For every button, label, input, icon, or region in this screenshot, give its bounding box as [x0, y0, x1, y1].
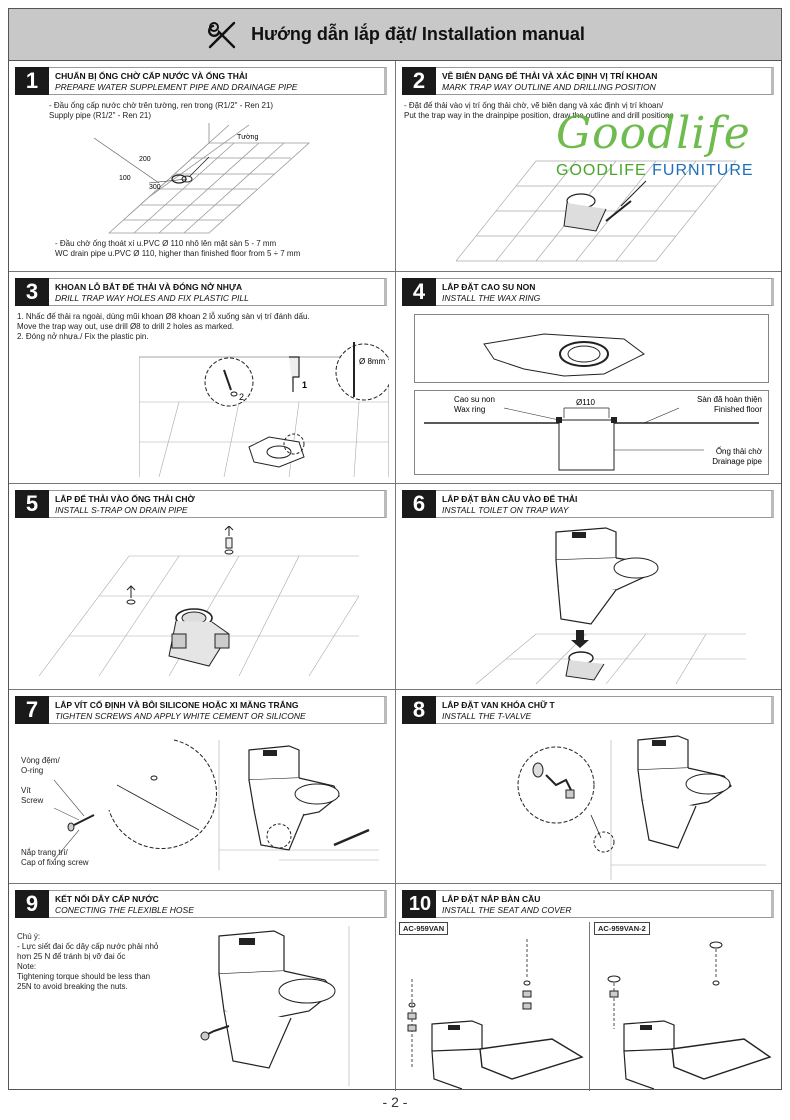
t-valve-illustration — [517, 735, 766, 880]
s-trap-illustration — [39, 526, 360, 677]
step-title: LẮP ĐẶT CAO SU NON INSTALL THE WAX RING — [436, 278, 774, 306]
manual-page: Hướng dẫn lắp đặt/ Installation manual 1… — [8, 8, 782, 1091]
step-1-panel: 1 CHUẨN BỊ ỐNG CHỜ CẤP NƯỚC VÀ ỐNG THẢI … — [9, 61, 395, 271]
step-title: CHUẨN BỊ ỐNG CHỜ CẤP NƯỚC VÀ ỐNG THẢI PR… — [49, 67, 387, 95]
page-title: Hướng dẫn lắp đặt/ Installation manual — [251, 24, 585, 44]
svg-text:Cao su non: Cao su non — [454, 395, 495, 404]
page-number: - 2 - — [382, 1094, 408, 1110]
svg-text:Ống thải chờ: Ống thải chờ — [716, 446, 763, 456]
step-6-panel: 6 LẮP ĐẶT BÀN CẦU VÀO ĐẾ THẢI INSTALL TO… — [396, 484, 782, 689]
seat-cover-illustration-b — [607, 941, 772, 1089]
step-2-panel: 2 VẼ BIÊN DẠNG ĐẾ THẢI VÀ XÁC ĐỊNH VỊ TR… — [396, 61, 782, 271]
step-number: 9 — [15, 890, 49, 918]
step-number: 5 — [15, 490, 49, 518]
step-4-panel: 4 LẮP ĐẶT CAO SU NON INSTALL THE WAX RIN… — [396, 272, 782, 483]
step-3-panel: 3 KHOAN LỖ BẮT ĐẾ THẢI VÀ ĐÓNG NỞ NHỰA D… — [9, 272, 395, 483]
step-1-text-2: - Đầu chờ ống thoát xí u.PVC Ø 110 nhô l… — [55, 239, 301, 258]
svg-text:100: 100 — [119, 175, 131, 182]
step-1-text: - Đầu ống cấp nước chờ trên tường, ren t… — [49, 101, 274, 120]
model-label: AC-959VAN — [399, 922, 449, 935]
svg-text:Drainage pipe: Drainage pipe — [712, 457, 762, 466]
step-number: 4 — [402, 278, 436, 306]
step-title: LẮP ĐẶT BÀN CẦU VÀO ĐẾ THẢI INSTALL TOIL… — [436, 490, 774, 518]
wrench-screwdriver-icon — [208, 21, 236, 48]
svg-text:Tường: Tường — [237, 134, 258, 141]
step-title: KẾT NỐI DÂY CẤP NƯỚC CONECTING THE FLEXI… — [49, 890, 387, 918]
screws-illustration — [53, 739, 379, 870]
page-header: Hướng dẫn lắp đặt/ Installation manual — [9, 9, 781, 61]
step-number: 3 — [15, 278, 49, 306]
step-title: LẮP VÍT CỐ ĐỊNH VÀ BÔI SILICONE HOẶC XI … — [49, 696, 387, 724]
svg-text:Sàn đã hoàn thiện: Sàn đã hoàn thiện — [697, 395, 762, 404]
step-title: KHOAN LỖ BẮT ĐẾ THẢI VÀ ĐÓNG NỞ NHỰA DRI… — [49, 278, 387, 306]
svg-text:Finished floor: Finished floor — [714, 405, 762, 414]
svg-text:Ø110: Ø110 — [576, 398, 596, 407]
wax-ring-illustration — [414, 314, 769, 383]
trap-outline-illustration — [456, 160, 737, 262]
step-10-panel: 10 LẮP ĐẶT NẮP BÀN CẦU INSTALL THE SEAT … — [396, 884, 782, 1091]
model-label: AC-959VAN-2 — [594, 922, 650, 935]
step-number: 8 — [402, 696, 436, 724]
step-title: LẮP ĐẶT VAN KHÓA CHỮ T INSTALL THE T-VAL… — [436, 696, 774, 724]
svg-text:2: 2 — [239, 392, 244, 402]
hose-illustration — [200, 926, 350, 1086]
step-2-text: - Đặt đế thải vào vị trí ống thải chờ, v… — [404, 101, 674, 120]
step-title: LẮP ĐẾ THẢI VÀO ỐNG THẢI CHỜ INSTALL S-T… — [49, 490, 387, 518]
svg-text:200: 200 — [139, 156, 151, 163]
step-number: 10 — [402, 890, 438, 918]
step-3-text: 1. Nhấc đế thải ra ngoài, dùng mũi khoan… — [17, 312, 310, 341]
drill-illustration: 2 1 Ø 8mm — [139, 342, 389, 477]
step-number: 2 — [402, 67, 436, 95]
svg-text:1: 1 — [302, 380, 307, 390]
steps-grid: 1 CHUẨN BỊ ỐNG CHỜ CẤP NƯỚC VÀ ỐNG THẢI … — [9, 61, 781, 1091]
step-5-panel: 5 LẮP ĐẾ THẢI VÀO ỐNG THẢI CHỜ INSTALL S… — [9, 484, 395, 689]
svg-text:300: 300 — [149, 184, 161, 191]
step-title: VẼ BIÊN DẠNG ĐẾ THẢI VÀ XÁC ĐỊNH VỊ TRÍ … — [436, 67, 774, 95]
wax-ring-section: Cao su non Wax ring Ø110 Sàn đã hoàn thi… — [414, 390, 769, 475]
step-title: LẮP ĐẶT NẮP BÀN CẦU INSTALL THE SEAT AND… — [436, 890, 774, 918]
svg-text:Wax ring: Wax ring — [454, 405, 485, 414]
step-8-panel: 8 LẮP ĐẶT VAN KHÓA CHỮ T INSTALL THE T-V… — [396, 690, 782, 883]
seat-cover-illustration-a — [407, 939, 584, 1089]
floor-grid-illustration: 200 100 300 Tường — [93, 123, 311, 234]
step-number: 7 — [15, 696, 49, 724]
step-9-panel: 9 KẾT NỐI DÂY CẤP NƯỚC CONECTING THE FLE… — [9, 884, 395, 1091]
svg-text:Ø 8mm: Ø 8mm — [359, 357, 386, 366]
step-9-note: Chú ý: - Lực siết đai ốc dây cấp nước ph… — [17, 932, 159, 991]
step-number: 1 — [15, 67, 49, 95]
step-number: 6 — [402, 490, 436, 518]
step-7-panel: 7 LẮP VÍT CỐ ĐỊNH VÀ BÔI SILICONE HOẶC X… — [9, 690, 395, 883]
toilet-on-trap-illustration — [475, 527, 746, 685]
